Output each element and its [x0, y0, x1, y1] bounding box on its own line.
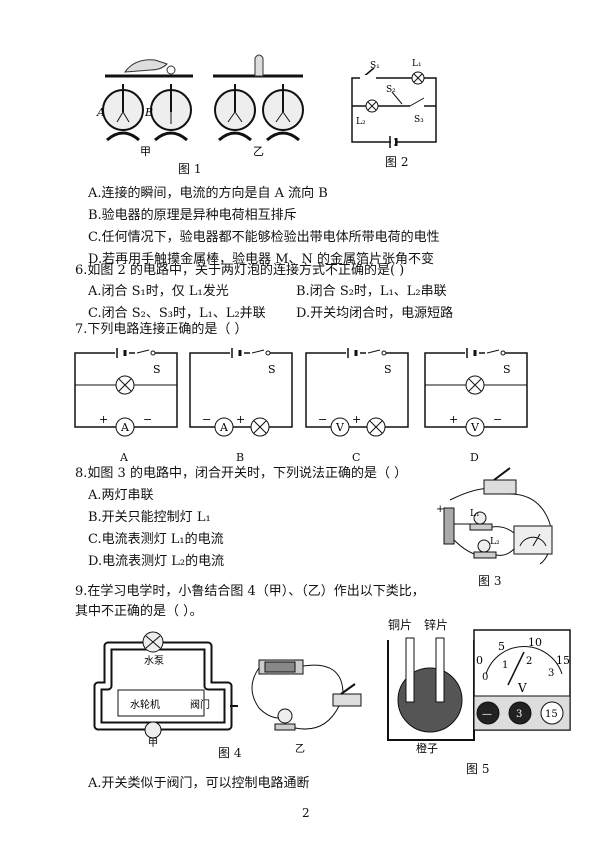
label-a: A — [96, 106, 105, 119]
fig3-plus: + — [436, 504, 444, 515]
q7-circuit-c: V − + S — [305, 347, 409, 437]
q7-stem: 7.下列电路连接正确的是（ ） — [75, 322, 248, 337]
fig5-terminal-neg: — — [482, 709, 492, 720]
figure-4-electric-circuit: 乙 — [251, 659, 362, 755]
fig4-valve-label: 阀门 — [190, 698, 210, 711]
figure-3-apparatus: + L₁ L₂ — [436, 467, 553, 565]
fig5-scale-b0: 0 — [482, 672, 488, 683]
q7-circuit-b: A − + S — [189, 347, 293, 437]
q8-option-d: D.电流表测灯 L₂的电流 — [88, 554, 225, 569]
fig5-scale-b1: 1 — [502, 660, 508, 671]
figure-3-caption: 图 3 — [478, 574, 502, 588]
ammeter-a-label: A — [120, 421, 130, 434]
plus-sign-b: + — [236, 413, 245, 426]
switch-label-a: S — [153, 363, 161, 376]
q9-stem-line1: 9.在学习电学时，小鲁结合图 4（甲）、（乙）作出以下类比， — [75, 584, 425, 599]
plus-sign-c: + — [352, 413, 361, 426]
minus-sign-d: − — [493, 413, 502, 426]
plus-sign-a: + — [99, 413, 108, 426]
figure-1-electroscopes: A B 甲 乙 — [96, 54, 304, 158]
q7-label-b: B — [236, 451, 245, 464]
q7-circuit-d: V + − S — [424, 347, 528, 437]
q6-option-a: A.闭合 S₁时，仅 L₁发光 — [88, 284, 229, 299]
electroscope-a — [102, 84, 144, 142]
fig5-terminal-15: 15 — [545, 709, 558, 720]
electroscope-n — [262, 84, 304, 142]
fig3-l1: L₁ — [470, 509, 480, 519]
figure-5-caption: 图 5 — [466, 762, 490, 776]
q5-option-c: C.任何情况下，验电器都不能够检验出带电体所带电荷的电性 — [88, 230, 440, 245]
fig4-turbine-label: 水轮机 — [130, 698, 160, 711]
fig5-copper-label: 铜片 — [388, 618, 413, 632]
switch-label-b: S — [268, 363, 276, 376]
q8-option-b: B.开关只能控制灯 L₁ — [88, 510, 211, 525]
q6-option-c: C.闭合 S₂、S₃时，L₁、L₂并联 — [88, 306, 266, 321]
plus-sign-d: + — [449, 413, 458, 426]
minus-sign-c: − — [318, 413, 327, 426]
electroscope-b — [150, 84, 192, 142]
switch-label-c: S — [384, 363, 392, 376]
label-jia: 甲 — [140, 145, 151, 158]
q5-option-d: D.若再用手触摸金属棒，验电器 M、N 的金属箔片张角不变 — [88, 252, 435, 267]
q8-option-c: C.电流表测灯 L₁的电流 — [88, 532, 224, 547]
q7-circuit-a: A + − S — [74, 347, 178, 437]
electroscope-m — [214, 84, 256, 142]
switch-label-d: S — [503, 363, 511, 376]
page-number: 2 — [302, 806, 310, 820]
label-s3: S₃ — [414, 115, 424, 125]
fig5-scale-10: 10 — [528, 636, 542, 649]
figure-2-circuit: S₁ L₁ S₂ L₂ S₃ — [351, 59, 437, 148]
q6-option-b: B.闭合 S₂时，L₁、L₂串联 — [296, 284, 447, 299]
q6-option-d: D.开关均闭合时，电源短路 — [296, 306, 454, 321]
fig5-scale-15: 15 — [556, 654, 570, 667]
fig3-l2: L₂ — [490, 537, 500, 547]
fig5-zinc-label: 锌片 — [424, 618, 449, 632]
fig5-orange-label: 橙子 — [416, 741, 438, 755]
fig4-pump-label: 水泵 — [144, 655, 164, 667]
label-yi: 乙 — [253, 145, 264, 158]
figure-4-caption: 图 4 — [218, 746, 242, 760]
minus-sign-a: − — [143, 413, 152, 426]
q5-option-a: A.连接的瞬间，电流的方向是自 A 流向 B — [88, 186, 328, 201]
fig5-scale-0: 0 — [476, 654, 483, 667]
q9-option-a: A.开关类似于阀门，可以控制电路通断 — [88, 776, 310, 791]
fig5-scale-5: 5 — [498, 640, 505, 653]
label-s2: S₂ — [386, 85, 396, 95]
q7-label-d: D — [470, 451, 479, 464]
figure-1-caption: 图 1 — [178, 162, 202, 176]
label-s1: S₁ — [370, 61, 380, 71]
figure-4-water-circuit: 水泵 水轮机 阀门 甲 — [93, 631, 238, 749]
q8-option-a: A.两灯串联 — [88, 488, 154, 503]
fig5-scale-b2: 2 — [526, 656, 532, 667]
q9-stem-line2: 其中不正确的是（ ）。 — [75, 604, 203, 619]
voltmeter-c-label: V — [335, 421, 345, 434]
q7-label-c: C — [352, 451, 361, 464]
fig4-yi-label: 乙 — [295, 743, 305, 755]
fig5-unit: V — [517, 681, 527, 695]
minus-sign-b: − — [202, 413, 211, 426]
fig5-terminal-3: 3 — [516, 709, 522, 720]
ammeter-b-label: A — [219, 421, 229, 434]
q6-stem: 6.如图 2 的电路中，关于两灯泡的连接方式不正确的是( ) — [75, 263, 405, 278]
q8-stem: 8.如图 3 的电路中，闭合开关时，下列说法正确的是（ ） — [75, 466, 408, 481]
label-l2: L₂ — [356, 117, 366, 127]
q7-label-a: A — [120, 451, 128, 464]
fig4-jia-label: 甲 — [148, 738, 158, 749]
figure-5-fruit-battery: 橙子 5 10 15 0 0 1 2 3 V — 3 15 — [387, 629, 571, 755]
q5-option-b: B.验电器的原理是异种电荷相互排斥 — [88, 208, 297, 223]
voltmeter-d-label: V — [470, 421, 480, 434]
figure-2-caption: 图 2 — [385, 155, 409, 169]
fig5-scale-b3: 3 — [548, 668, 554, 679]
label-l1: L₁ — [412, 59, 422, 69]
label-b: B — [144, 106, 153, 119]
